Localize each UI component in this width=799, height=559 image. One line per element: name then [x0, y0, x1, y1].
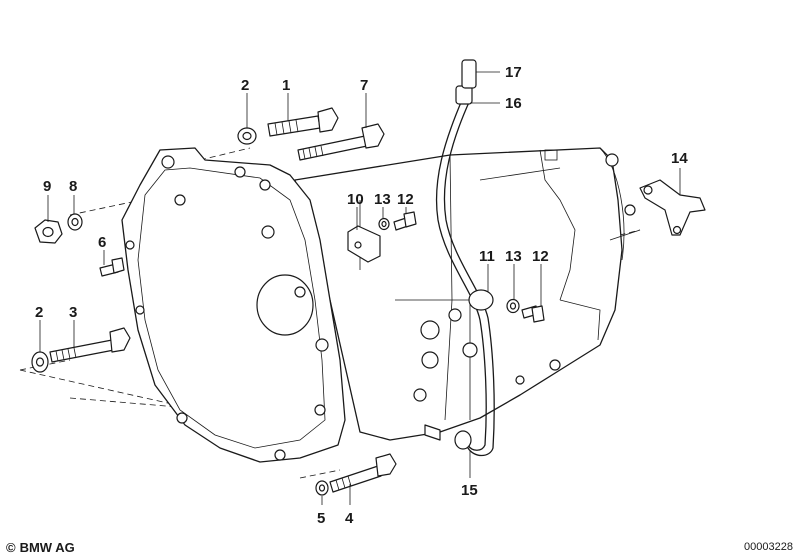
callout-2: 2: [35, 304, 43, 321]
nut-9: [34, 219, 63, 244]
washer-5: [315, 480, 329, 496]
bell-housing: [121, 147, 346, 463]
transmission-case: [294, 147, 641, 441]
dipstick-cap: [461, 59, 477, 89]
washer-2-top: [237, 127, 257, 145]
callout-14: 14: [671, 150, 688, 167]
callout-2: 2: [241, 77, 249, 94]
callout-8: 8: [69, 178, 77, 195]
callout-labels: 1 2 7 17 16 14 9 8 10 13 12 6 11 13 12 2…: [35, 64, 688, 527]
callout-15: 15: [461, 482, 478, 499]
document-number: 00003228: [744, 541, 793, 553]
dipstick-tube: [424, 59, 495, 457]
callout-7: 7: [360, 77, 368, 94]
callout-1: 1: [282, 77, 290, 94]
washer-13-upper: [378, 217, 390, 231]
bolt-12-upper: [393, 211, 417, 231]
callout-13: 13: [374, 191, 391, 208]
bracket-14: [639, 179, 706, 236]
callout-13: 13: [505, 248, 522, 265]
callout-3: 3: [69, 304, 77, 321]
leader-lines: [39, 71, 681, 505]
bolt-3: [49, 327, 131, 363]
callout-6: 6: [98, 234, 106, 251]
copyright-symbol: ©: [6, 540, 16, 555]
callout-10: 10: [347, 191, 364, 208]
bolt-7: [297, 123, 385, 161]
copyright-notice: © BMW AG: [6, 540, 75, 555]
bolt-1: [267, 107, 339, 137]
washer-8: [67, 213, 83, 231]
callout-4: 4: [345, 510, 354, 527]
callout-11: 11: [479, 248, 495, 265]
tube-clamp: [468, 289, 494, 311]
stud-6: [99, 257, 125, 277]
bracket-10: [347, 225, 381, 263]
washer-13-lower: [506, 298, 520, 314]
washer-2-lower: [31, 351, 49, 373]
callout-9: 9: [43, 178, 51, 195]
callout-12: 12: [397, 191, 414, 208]
callout-16: 16: [505, 95, 522, 112]
callout-5: 5: [317, 510, 325, 527]
tube-seal: [455, 85, 473, 105]
bolt-12-lower: [521, 305, 545, 323]
callout-17: 17: [505, 64, 522, 81]
o-ring: [454, 430, 472, 450]
brand-name: BMW AG: [19, 540, 75, 555]
callout-12: 12: [532, 248, 549, 265]
bolt-4: [329, 453, 397, 493]
